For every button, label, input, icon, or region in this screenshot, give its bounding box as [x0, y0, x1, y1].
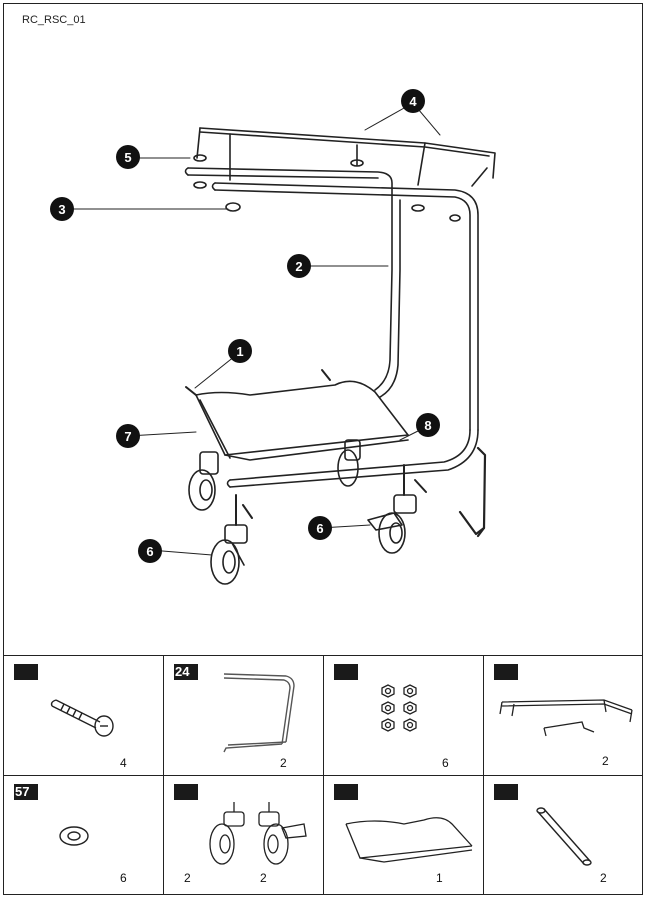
part-badge: 24	[174, 664, 198, 680]
part-badge	[494, 784, 518, 800]
callout-7: 7	[124, 429, 131, 444]
casters-icon	[209, 802, 307, 865]
part-cell-u-frame: 24 2	[164, 655, 324, 775]
callout-1: 1	[236, 344, 243, 359]
part-badge	[334, 784, 358, 800]
outer-tube	[226, 429, 479, 488]
part-badge	[494, 664, 518, 680]
callout-8: 8	[424, 418, 431, 433]
part-qty: 2	[600, 871, 607, 885]
back-caster	[188, 451, 219, 511]
part-cell-washer: 57 6	[4, 775, 164, 895]
callout-3: 3	[58, 202, 65, 217]
part-qty: 2	[184, 871, 191, 885]
part-badge	[174, 784, 198, 800]
nuts-icon	[381, 684, 417, 732]
part-cell-bottom-tray: 1	[324, 775, 484, 895]
part-badge	[334, 664, 358, 680]
part-qty: 2	[280, 756, 287, 770]
top-tray-icon	[499, 699, 633, 737]
callout-6-right: 6	[316, 521, 323, 536]
part-badge: 57	[14, 784, 38, 800]
part-cell-casters: 2 2	[164, 775, 324, 895]
screw-icon	[50, 699, 114, 737]
washer-icon	[59, 826, 89, 846]
part-cell-screw: 4	[4, 655, 164, 775]
callout-bubbles	[50, 89, 440, 563]
bottom-tray	[195, 380, 409, 461]
part-cell-top-tray: 2	[484, 655, 642, 775]
front-left-caster	[210, 494, 248, 585]
callout-6-left: 6	[146, 544, 153, 559]
part-qty: 2	[602, 754, 609, 768]
part-qty: 6	[442, 756, 449, 770]
bottom-tray-icon	[345, 817, 473, 863]
assembly-diagram: 4 5 3 2 1 7 8 6 6	[50, 89, 496, 585]
part-qty: 2	[260, 871, 267, 885]
callout-5: 5	[124, 150, 131, 165]
drawing-code: RC_RSC_01	[22, 14, 86, 26]
callout-2: 2	[295, 259, 302, 274]
parts-grid: 4 24 2 6	[4, 655, 642, 895]
top-tray-frame	[196, 127, 496, 187]
part-qty: 1	[436, 871, 443, 885]
middle-caster	[337, 439, 361, 487]
part-qty: 4	[120, 756, 127, 770]
u-frame-icon	[223, 673, 295, 753]
part-cell-nuts: 6	[324, 655, 484, 775]
hex-key	[458, 446, 487, 538]
inner-u-frame	[374, 194, 401, 398]
part-qty: 6	[120, 871, 127, 885]
part-badge	[14, 664, 38, 680]
upper-rails	[184, 167, 479, 431]
front-right-caster	[367, 464, 417, 554]
part-cell-rod: 2	[484, 775, 642, 895]
rod-icon	[536, 807, 592, 866]
callout-4: 4	[409, 94, 417, 109]
